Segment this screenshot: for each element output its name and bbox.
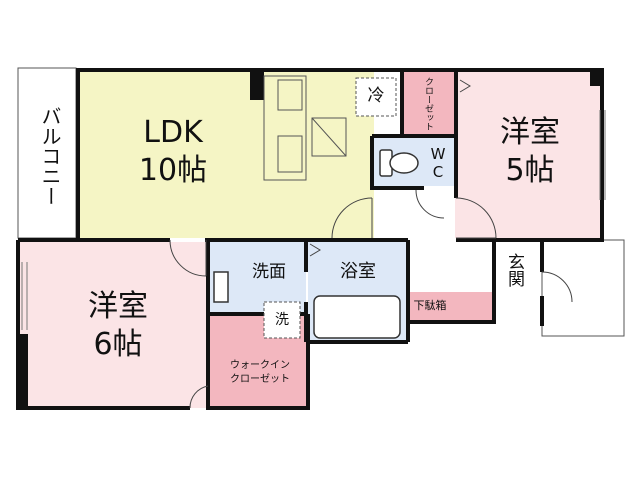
entrance-area — [494, 240, 542, 324]
kitchen-counter — [263, 75, 347, 181]
toilet-fixture — [379, 149, 419, 177]
western-5-name: 洋室 — [500, 115, 560, 150]
door-swings — [169, 79, 573, 409]
porch-area — [541, 239, 625, 337]
walk-in-closet-line1: ウォークイン — [230, 360, 290, 371]
shoe-box-floor — [408, 292, 494, 322]
western-5-size: 5帖 — [505, 153, 555, 188]
balcony-area — [17, 67, 77, 239]
closet-label: クローゼット — [423, 77, 433, 131]
closet-floor — [402, 72, 454, 134]
walk-in-closet-line2: クローゼット — [230, 374, 290, 385]
balcony-label: バルコニー — [38, 106, 62, 206]
bathtub — [313, 295, 401, 339]
western-5-floor — [455, 72, 602, 238]
washer-space — [263, 301, 301, 339]
shoe-box-label: 下駄箱 — [413, 299, 447, 312]
bathroom-label: 浴室 — [340, 261, 376, 282]
washer-mark: 洗 — [275, 312, 289, 328]
fridge-space — [355, 77, 397, 117]
ldk-size: 10帖 — [138, 153, 208, 188]
western-6-name: 洋室 — [88, 289, 148, 324]
entrance-label: 玄関 — [504, 253, 524, 287]
fridge-mark: 冷 — [367, 86, 385, 106]
ldk-name: LDK — [143, 115, 203, 150]
walls — [16, 68, 604, 410]
wc-label: WC — [429, 145, 447, 181]
washroom-label: 洗面 — [252, 262, 286, 282]
windows — [21, 110, 606, 330]
washbasin — [213, 271, 229, 303]
western-6-size: 6帖 — [93, 327, 143, 362]
western-6-floor — [18, 242, 208, 408]
